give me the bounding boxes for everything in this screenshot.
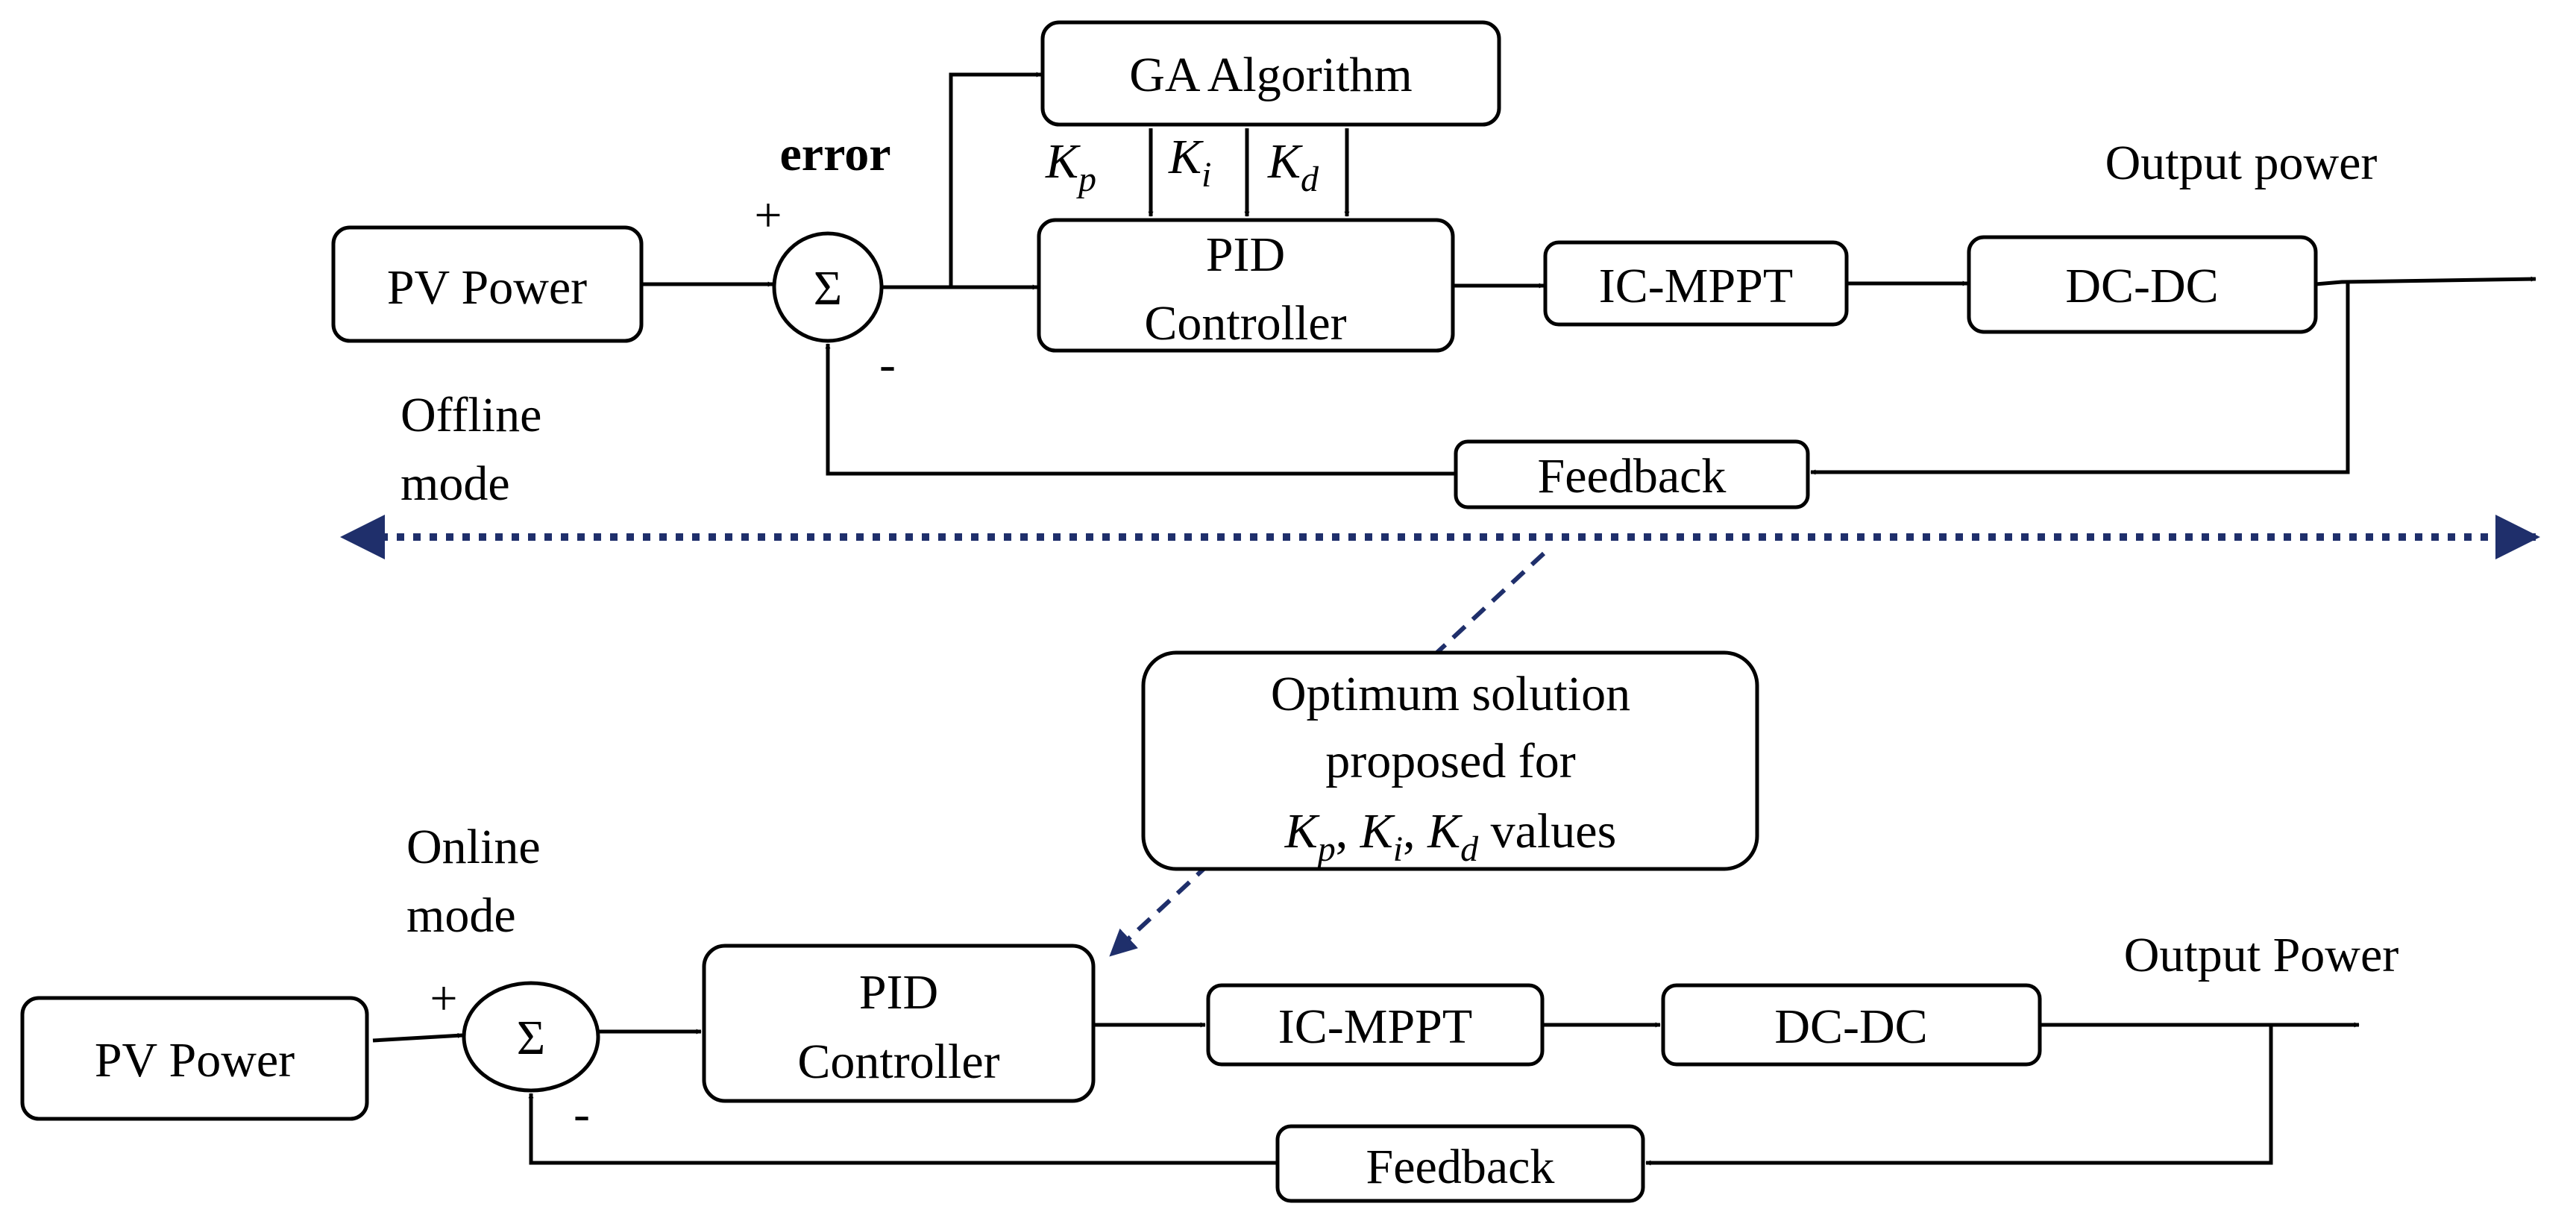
- optimum-solution-block: Optimum solution proposed for Kp, Ki, Kd…: [1141, 650, 1759, 871]
- online-pid-label-line2: Controller: [797, 1035, 999, 1089]
- online-dc-dc-label: DC-DC: [1774, 999, 1927, 1054]
- offline-pid-controller-block: PID Controller: [1037, 218, 1455, 353]
- offline-minus-sign: -: [879, 337, 896, 392]
- online-pv-to-sum-arrow: [372, 1032, 463, 1043]
- ga-algorithm-label: GA Algorithm: [1129, 48, 1413, 102]
- error-label: error: [780, 127, 891, 181]
- ga-algorithm-block: GA Algorithm: [1040, 20, 1501, 127]
- online-plus-sign: +: [430, 971, 457, 1026]
- offline-feedback-block: Feedback: [1454, 439, 1810, 509]
- optimum-line2: proposed for: [1325, 734, 1575, 788]
- online-mode-label-line1: Online: [406, 820, 541, 874]
- offline-pid-label-line1: PID: [1206, 227, 1285, 282]
- optimum-link-dashed-arrow: [1109, 551, 1546, 957]
- online-pid-label-line1: PID: [859, 965, 938, 1020]
- gain-labels: Kp Ki Kd: [1045, 130, 1319, 199]
- feedback-to-sum-arrow: [825, 343, 1456, 476]
- offline-summing-junction: Σ: [772, 231, 884, 343]
- online-output-label: Output Power: [2124, 928, 2399, 982]
- optimum-line1: Optimum solution: [1271, 667, 1630, 721]
- online-pid-controller-block: PID Controller: [702, 944, 1096, 1103]
- online-ic-mppt-block: IC-MPPT: [1206, 983, 1545, 1067]
- gain-kp-label: Kp: [1045, 134, 1096, 199]
- offline-mode-label-line1: Offline: [400, 388, 541, 442]
- offline-connections: [641, 72, 2536, 476]
- online-sum-symbol: Σ: [517, 1011, 545, 1065]
- online-feedback-label: Feedback: [1366, 1140, 1555, 1194]
- offline-output-label: Output power: [2105, 136, 2378, 190]
- output-to-feedback-arrow: [1810, 282, 2350, 475]
- online-pv-power-label: PV Power: [95, 1033, 295, 1088]
- output-arrow: [2315, 276, 2536, 286]
- offline-feedback-label: Feedback: [1538, 449, 1727, 503]
- optimum-line3: Kp, Ki, Kd values: [1284, 804, 1617, 869]
- gain-ki-label: Ki: [1168, 130, 1211, 195]
- offline-pv-power-block: PV Power: [331, 225, 644, 343]
- online-feedback-block: Feedback: [1275, 1124, 1645, 1203]
- online-feedback-to-sum-arrow: [528, 1093, 1278, 1165]
- online-connections: [372, 1022, 2360, 1166]
- offline-ic-mppt-block: IC-MPPT: [1543, 240, 1849, 327]
- offline-pid-label-line2: Controller: [1144, 296, 1346, 351]
- offline-section: PV Power Σ + - error GA Algorithm PID Co…: [331, 20, 2536, 511]
- online-dc-dc-block: DC-DC: [1661, 983, 2042, 1067]
- online-section: Online mode PV Power Σ + - PID Controlle…: [20, 820, 2399, 1203]
- offline-plus-sign: +: [754, 188, 782, 242]
- gain-kd-label: Kd: [1267, 134, 1319, 199]
- offline-dc-dc-block: DC-DC: [1967, 235, 2318, 334]
- offline-ic-mppt-label: IC-MPPT: [1599, 259, 1793, 313]
- online-minus-sign: -: [574, 1087, 590, 1141]
- online-mode-label-line2: mode: [406, 888, 516, 943]
- online-pv-power-block: PV Power: [20, 996, 369, 1121]
- online-ic-mppt-label: IC-MPPT: [1278, 999, 1472, 1054]
- offline-pv-power-label: PV Power: [387, 260, 587, 315]
- online-output-to-feedback-arrow: [1645, 1025, 2273, 1166]
- offline-mode-label-line2: mode: [400, 456, 510, 511]
- offline-sum-symbol: Σ: [814, 261, 842, 316]
- online-summing-junction: Σ: [462, 981, 600, 1093]
- error-to-ga-arrow: [949, 72, 1042, 287]
- offline-dc-dc-label: DC-DC: [2065, 259, 2218, 313]
